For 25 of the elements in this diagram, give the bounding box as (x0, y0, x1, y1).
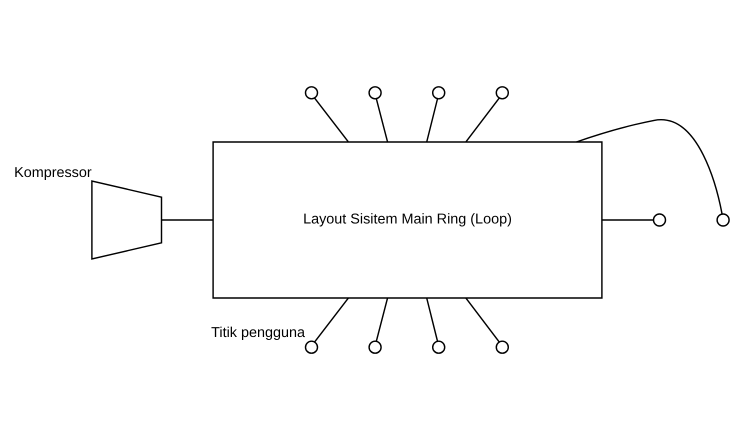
node-circle (432, 340, 446, 354)
connector (426, 98, 438, 142)
node-circle (652, 213, 666, 227)
connector (602, 219, 654, 221)
node-trapezoid (91, 180, 162, 260)
node-circle (496, 86, 510, 100)
connector (162, 219, 213, 221)
connector (376, 298, 388, 342)
node-box: Layout Sisitem Main Ring (Loop) (212, 141, 603, 299)
node-label: Kompressor (14, 164, 92, 181)
connector (314, 298, 349, 342)
connector (314, 98, 349, 142)
connector (576, 119, 723, 214)
node-circle (496, 340, 510, 354)
node-circle (368, 340, 382, 354)
connector (465, 298, 500, 342)
node-label: Titik pengguna (211, 325, 306, 342)
node-circle (304, 86, 318, 100)
node-circle (368, 86, 382, 100)
node-circle (716, 213, 730, 227)
connector (426, 298, 438, 342)
node-circle (432, 86, 446, 100)
node-circle (304, 340, 318, 354)
connector (376, 98, 388, 142)
connector (466, 98, 500, 142)
